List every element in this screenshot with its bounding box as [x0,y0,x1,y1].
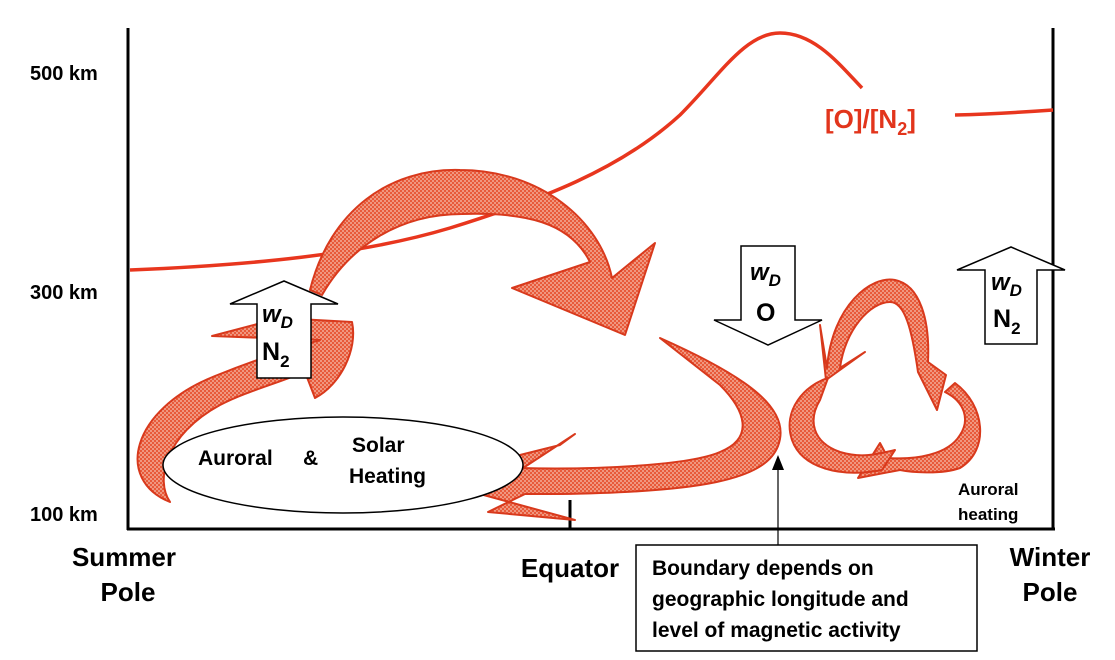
auroral-heating-line1: Auroral [958,480,1018,499]
winter-circulation-left-arrow [788,377,896,474]
equator-label: Equator [521,553,619,583]
boundary-note-line2: geographic longitude and [652,588,909,611]
downwelling-species-o: O [756,299,775,327]
summer-species-n2: N2 [262,338,290,371]
summer-upwelling-arrow [229,280,339,379]
ellipse-word-heating: Heating [349,465,426,488]
altitude-label-500km: 500 km [30,63,98,85]
ellipse-word-solar: Solar [352,434,405,457]
winter-upwelling-arrow [956,246,1066,345]
winter-circulation-top-arrow [819,278,947,411]
altitude-label-100km: 100 km [30,504,98,526]
ratio-curve-left [129,31,864,272]
heating-ellipse [162,416,524,514]
ellipse-ampersand: & [303,447,318,470]
summer-wd-symbol: wD [262,301,293,332]
boundary-note-line1: Boundary depends on [652,557,874,580]
winter-wd-symbol: wD [991,269,1022,300]
summer-small-left-arrow [519,433,576,471]
auroral-heating-line2: heating [958,505,1018,524]
ratio-curve-right [954,108,1054,117]
downwelling-wd-symbol: wD [750,259,781,290]
ellipse-word-auroral: Auroral [198,447,273,470]
boundary-note-box [635,544,978,652]
summer-lower-return-arrow [457,337,782,521]
winter-pole-line1: Winter [1010,542,1091,572]
winter-species-n2: N2 [993,305,1021,338]
downwelling-arrow [713,245,823,346]
winter-pole-line2: Pole [1023,577,1078,607]
ratio-label: [O]/[N2] [825,104,916,139]
summer-pole-line2: Pole [101,577,156,607]
boundary-note-line3: level of magnetic activity [652,619,901,642]
summer-pole-line1: Summer [72,542,176,572]
altitude-label-300km: 300 km [30,282,98,304]
summer-upper-arc-arrow [309,168,656,336]
boundary-pointer-head [772,455,784,470]
